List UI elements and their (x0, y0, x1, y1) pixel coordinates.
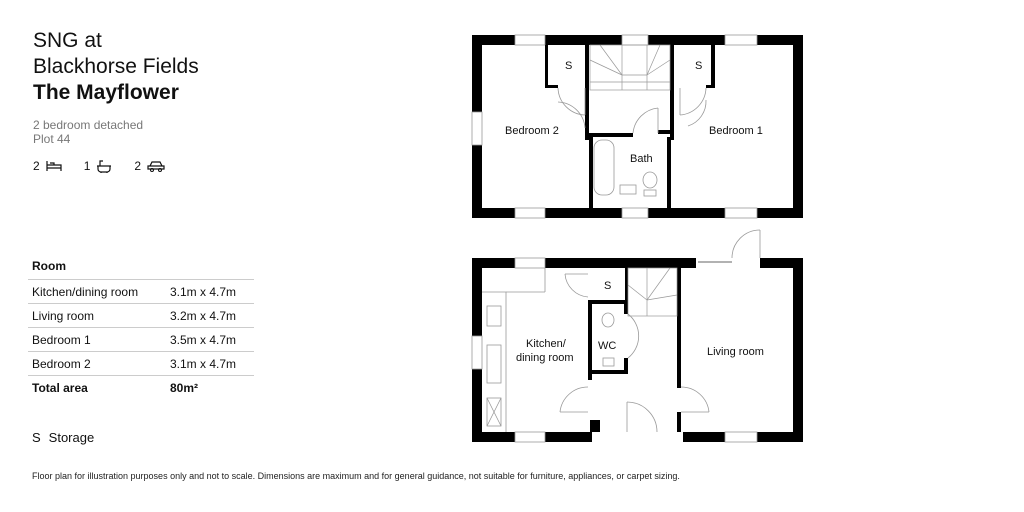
legend-label: Storage (48, 430, 95, 445)
label-kitchen-line1: Kitchen/ (526, 338, 567, 350)
car-icon (147, 161, 165, 172)
label-kitchen-line2: dining room (516, 352, 573, 364)
label-storage: S (604, 280, 611, 292)
storage-legend: S Storage (32, 430, 94, 445)
development-name-line2: Blackhorse Fields (33, 55, 199, 78)
label-bath: Bath (630, 153, 653, 165)
disclaimer: Floor plan for illustration purposes onl… (32, 471, 680, 481)
label-living-room: Living room (707, 346, 764, 358)
label-bedroom-1: Bedroom 1 (709, 125, 763, 137)
development-name-line1: SNG at (33, 29, 102, 52)
title-block: SNG at Blackhorse Fields The Mayflower (33, 28, 199, 106)
label-storage-1: S (565, 60, 572, 72)
label-storage-2: S (695, 60, 702, 72)
house-subtitle: 2 bedroom detached Plot 44 (33, 118, 143, 146)
first-floor-plan: Bedroom 2 Bedroom 1 Bath S S (471, 34, 803, 219)
label-bedroom-2: Bedroom 2 (505, 125, 559, 137)
bathroom-count: 1 (83, 159, 91, 173)
legend-key: S (32, 430, 41, 445)
house-stats: 2 1 2 (33, 159, 165, 173)
house-type: 2 bedroom detached (33, 118, 144, 132)
bedroom-count: 2 (33, 159, 40, 173)
bed-icon (46, 161, 62, 171)
ground-floor-plan: Kitchen/ dining room WC Living room S (471, 229, 803, 443)
table-header: Room (32, 259, 66, 273)
parking-count: 2 (134, 159, 142, 173)
house-name: The Mayflower (33, 81, 179, 104)
plot-number: Plot 44 (33, 132, 71, 146)
bath-icon (97, 160, 112, 173)
label-wc: WC (598, 340, 616, 352)
